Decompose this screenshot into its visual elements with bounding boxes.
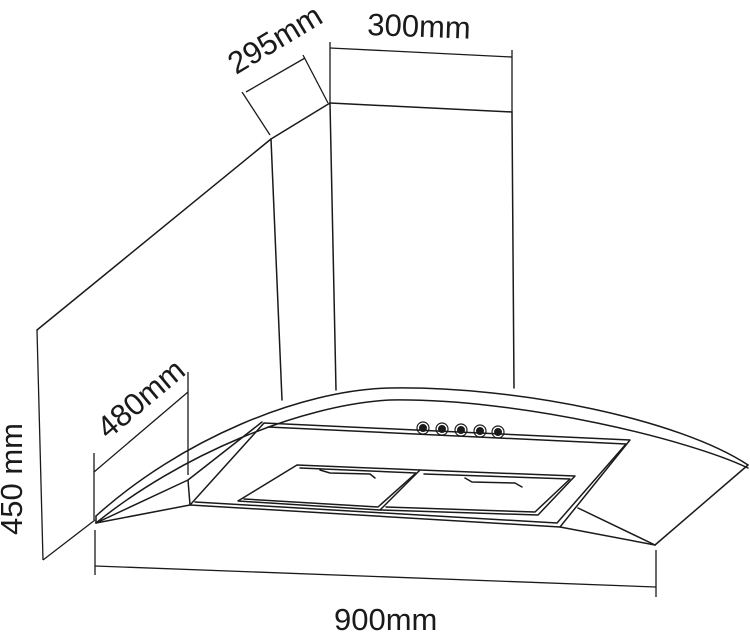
chimney-width-dimension: 300mm [329,7,513,112]
hood-body [95,421,656,546]
glass-canopy [95,387,749,546]
chimney-width-label: 300mm [367,7,472,46]
control-button[interactable] [473,424,487,438]
control-button[interactable] [454,423,468,437]
chimney-depth-label: 295mm [222,0,329,81]
chimney-depth-dimension: 295mm [222,0,329,136]
width-dimension: 900mm [94,530,657,637]
control-button[interactable] [491,425,505,439]
width-label: 900mm [334,602,437,637]
canopy-depth-dimension: 480mm [90,352,192,520]
control-button[interactable] [435,422,449,436]
wall-edge [36,138,272,331]
control-panel [416,421,505,439]
control-button[interactable] [416,421,430,435]
chimney [270,102,515,401]
grease-filters [237,464,576,516]
height-dimension [36,329,96,561]
height-label: 450 mm [0,423,29,535]
